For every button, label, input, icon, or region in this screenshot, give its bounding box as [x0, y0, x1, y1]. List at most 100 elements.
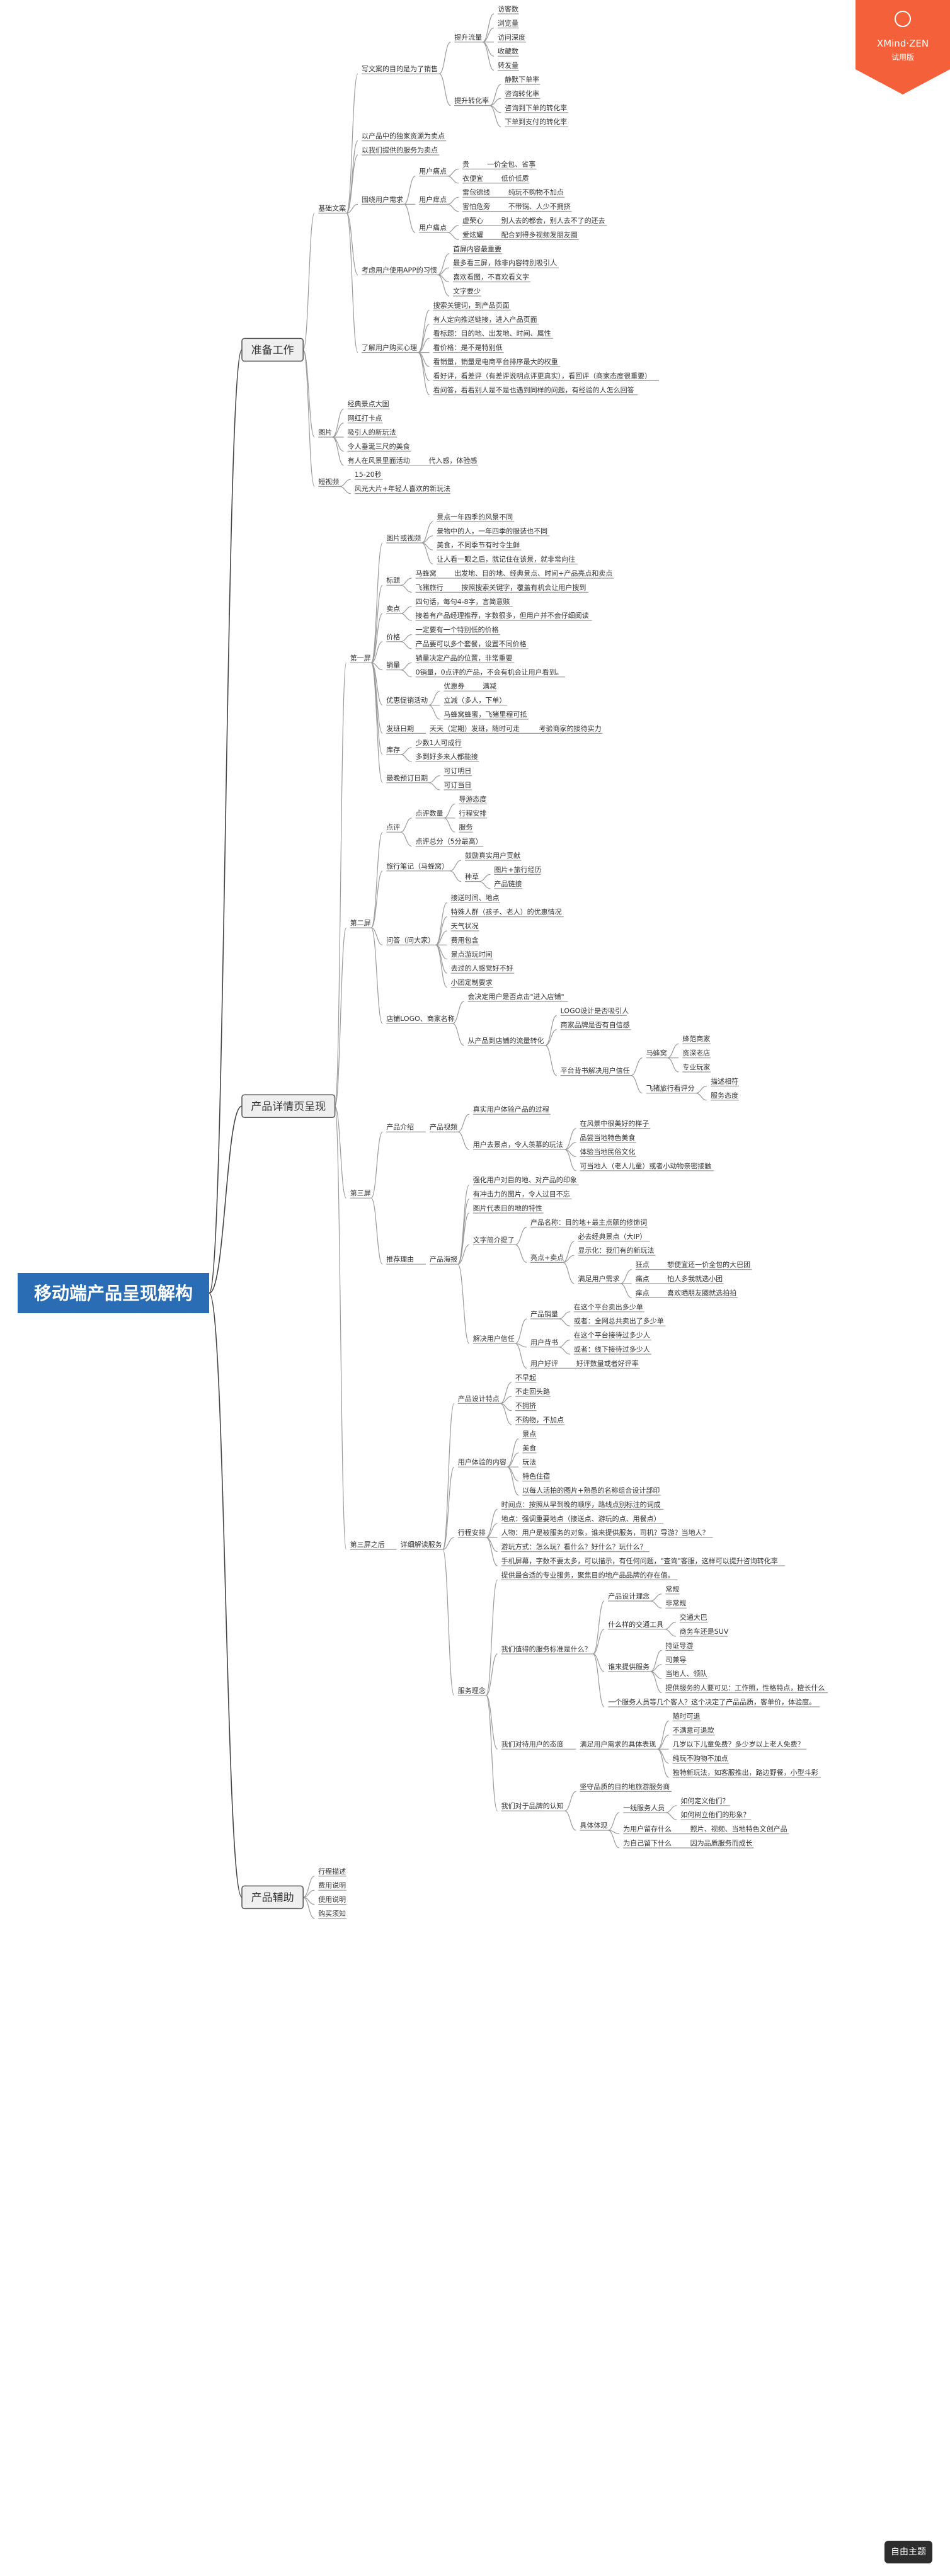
topic-node[interactable]: 品尝当地特色美食	[580, 1133, 636, 1143]
topic-node[interactable]: 商家品牌是否有自信感	[560, 1020, 631, 1030]
topic-node[interactable]: 如何树立他们的形象？	[680, 1810, 752, 1820]
main-topic[interactable]: 产品辅助	[241, 1885, 304, 1910]
topic-node[interactable]: 提升流量	[454, 33, 483, 43]
topic-node[interactable]: 图片或视频	[386, 533, 422, 544]
topic-node[interactable]: 四句话，每句4-8字，言简意赅	[415, 597, 513, 607]
topic-node[interactable]: 什么样的交通工具	[608, 1620, 665, 1630]
topic-node[interactable]: 天气状况	[450, 921, 479, 932]
topic-node[interactable]: 非常规	[665, 1599, 687, 1609]
topic-node[interactable]: 费用说明	[318, 1881, 346, 1891]
topic-node[interactable]: 吸引人的新玩法	[347, 428, 397, 438]
topic-node[interactable]: 看好评，看差评（有差评说明点评更真实），看回评（商家态度很重要）	[433, 371, 659, 382]
topic-node[interactable]: 令人垂涎三尺的美食	[347, 442, 411, 452]
topic-node[interactable]: 有冲击力的图片，令人过目不忘	[472, 1190, 572, 1200]
topic-node[interactable]: 产品销量	[530, 1309, 559, 1319]
topic-node[interactable]: 衣便宜低价低质	[462, 174, 530, 184]
topic-node[interactable]: LOGO设计是否吸引人	[560, 1006, 629, 1017]
topic-node[interactable]: 优惠券满减	[444, 681, 497, 692]
topic-node[interactable]: 为用户留存什么照片、视频、当地特色文创产品	[623, 1825, 789, 1835]
topic-node[interactable]: 图片代表目的地的特性	[472, 1204, 544, 1214]
topic-node[interactable]: 不走回头路	[515, 1388, 551, 1397]
topic-node[interactable]: 第二屏	[350, 918, 372, 928]
topic-node[interactable]: 景点	[522, 1430, 537, 1439]
topic-node[interactable]: 详细解读服务	[400, 1540, 443, 1550]
topic-node[interactable]: 可当地人（老人儿童）或者小动物亲密接触	[580, 1161, 714, 1171]
topic-node[interactable]: 不拥挤	[515, 1401, 537, 1411]
topic-node[interactable]: 0销量，0点评的产品，不会有机会让用户看到。	[415, 668, 566, 678]
topic-node[interactable]: 美食，不同季节有时令生鲜	[437, 540, 522, 550]
topic-node[interactable]: 飞猪旅行看评分	[646, 1084, 696, 1094]
topic-node[interactable]: 考虑用户使用APP的习惯	[362, 265, 438, 275]
topic-node[interactable]: 产品视频	[430, 1122, 458, 1132]
topic-node[interactable]: 咨询转化率	[505, 89, 541, 99]
topic-node[interactable]: 飞猪旅行按照搜索关键字，覆盖有机会让用户搜到	[415, 583, 588, 593]
topic-node[interactable]: 用户痛点	[419, 167, 447, 177]
topic-node[interactable]: 景物中的人，一年四季的服装也不同	[437, 527, 550, 537]
topic-node[interactable]: 谁来提供服务	[608, 1662, 651, 1672]
topic-node[interactable]: 最晚预订日期	[386, 774, 429, 784]
topic-node[interactable]: 解决用户信任	[472, 1334, 515, 1344]
topic-node[interactable]: 痒点喜欢晒朋友圈就选拍拍	[635, 1288, 738, 1298]
topic-node[interactable]: 使用说明	[318, 1895, 346, 1905]
topic-node[interactable]: 接送时间、地点	[450, 893, 500, 903]
topic-node[interactable]: 持证导游	[665, 1641, 694, 1651]
topic-node[interactable]: 真实用户体验产品的过程	[472, 1105, 551, 1115]
free-theme-button[interactable]: 自由主题	[884, 2541, 932, 2563]
topic-node[interactable]: 以我们提供的服务为卖点	[362, 145, 440, 156]
topic-node[interactable]: 收藏数	[498, 47, 519, 57]
topic-node[interactable]: 发班日期	[386, 724, 415, 734]
topic-node[interactable]: 风光大片+年轻人喜欢的新玩法	[354, 484, 451, 494]
topic-node[interactable]: 我们对于品牌的认知	[501, 1801, 565, 1811]
topic-node[interactable]: 产品链接	[494, 879, 523, 889]
topic-node[interactable]: 看销量，销量是电商平台排序最大的权重	[433, 357, 561, 367]
topic-node[interactable]: 一线服务人员	[623, 1803, 666, 1813]
topic-node[interactable]: 马蜂窝出发地、目的地、经典景点、时间+产品亮点和卖点	[415, 569, 614, 579]
topic-node[interactable]: 立减（多人，下单）	[444, 696, 508, 706]
topic-node[interactable]: 或者：全网总共卖出了多少单	[573, 1316, 666, 1326]
topic-node[interactable]: 一定要有一个特别低的价格	[415, 625, 500, 635]
topic-node[interactable]: 蜂范商家	[682, 1034, 711, 1044]
topic-node[interactable]: 搜索关键词，到产品页面	[433, 300, 511, 311]
topic-node[interactable]: 问答（问大家）	[386, 935, 436, 946]
topic-node[interactable]: 让人看一眼之后，就记住在该景，就非常向往	[437, 555, 578, 565]
topic-node[interactable]: 常规	[665, 1585, 680, 1595]
topic-node[interactable]: 少数1人可成行	[415, 739, 462, 748]
topic-node[interactable]: 接着有产品经理推荐，字数很多，但用户并不会仔细阅读	[415, 611, 592, 621]
topic-node[interactable]: 美食	[522, 1444, 537, 1454]
topic-node[interactable]: 亮点+卖点	[530, 1253, 564, 1263]
topic-node[interactable]: 行程描述	[318, 1867, 346, 1877]
topic-node[interactable]: 15-20秒	[354, 470, 383, 480]
topic-node[interactable]: 优惠促销活动	[386, 696, 429, 706]
topic-node[interactable]: 提供服务的人要可见：工作照，性格特点，擅长什么	[665, 1684, 828, 1694]
topic-node[interactable]: 可订当日	[444, 780, 472, 790]
topic-node[interactable]: 从产品到店铺的流量转化	[467, 1036, 546, 1046]
topic-node[interactable]: 小团定制要求	[450, 978, 493, 988]
topic-node[interactable]: 标题	[386, 576, 401, 586]
topic-node[interactable]: 服务态度	[711, 1091, 739, 1101]
topic-node[interactable]: 几岁以下儿童免费？多少岁以上老人免费？	[672, 1740, 807, 1750]
topic-node[interactable]: 用户背书	[530, 1338, 559, 1348]
topic-node[interactable]: 如何定义他们？	[680, 1796, 730, 1806]
topic-node[interactable]: 咨询到下单的转化率	[505, 103, 568, 113]
topic-node[interactable]: 会决定用户是否点击"进入店铺"	[467, 992, 568, 1002]
topic-node[interactable]: 在风景中很美好的样子	[580, 1119, 651, 1129]
topic-node[interactable]: 图片+旅行经历	[494, 865, 542, 875]
topic-node[interactable]: 文字简介提了	[472, 1235, 515, 1246]
topic-node[interactable]: 独特新玩法，如客服推出，路边野餐，小型斗彩	[672, 1768, 821, 1778]
topic-node[interactable]: 可订明日	[444, 767, 472, 777]
topic-node[interactable]: 看标题：目的地、出发地、时间、属性	[433, 329, 553, 339]
topic-node[interactable]: 库存	[386, 745, 401, 755]
topic-node[interactable]: 特色住宿	[522, 1472, 551, 1482]
topic-node[interactable]: 费用包含	[450, 935, 479, 946]
topic-node[interactable]: 专业玩家	[682, 1063, 711, 1073]
topic-node[interactable]: 点评数量	[415, 809, 444, 819]
topic-node[interactable]: 图片	[318, 428, 333, 438]
topic-node[interactable]: 景点一年四季的风景不同	[437, 512, 515, 523]
topic-node[interactable]: 以产品中的独家资源为卖点	[362, 132, 447, 142]
topic-node[interactable]: 不早起	[515, 1374, 537, 1383]
topic-node[interactable]: 提供最合适的专业服务，聚焦目的地产品品牌的存在值。	[501, 1570, 678, 1580]
topic-node[interactable]: 商务车还是SUV	[679, 1627, 729, 1637]
topic-node[interactable]: 购买须知	[318, 1909, 346, 1919]
topic-node[interactable]: 强化用户对目的地、对产品的印象	[472, 1175, 579, 1185]
topic-node[interactable]: 在这个平台卖出多少单	[573, 1302, 644, 1313]
